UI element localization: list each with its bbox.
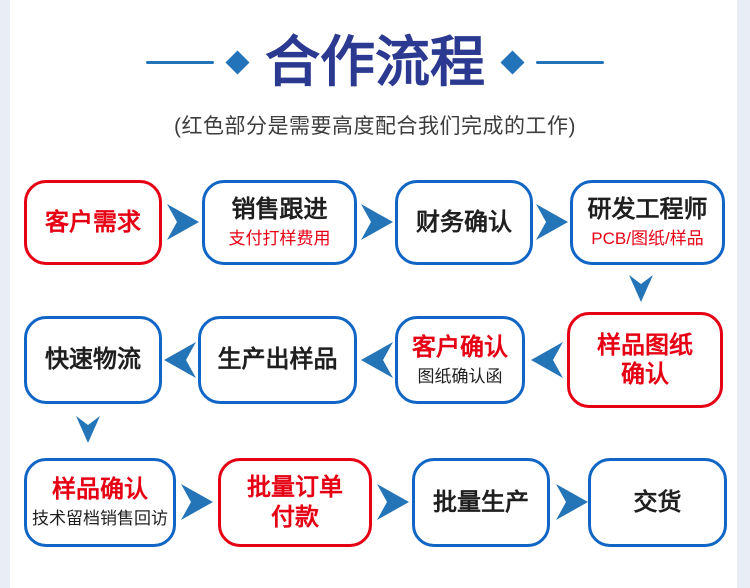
flow-box-mass-production: 批量生产 [412, 458, 550, 547]
flow-box-delivery: 交货 [588, 458, 727, 547]
box-subtitle: PCB/图纸/样品 [591, 229, 704, 249]
flow-box-rd-engineer: 研发工程师 PCB/图纸/样品 [570, 180, 725, 265]
box-title: 交货 [633, 488, 682, 516]
arrow-right-icon [536, 204, 568, 240]
diamond-right-icon [500, 49, 525, 75]
header: 合作流程 [0, 22, 750, 102]
box-title: 研发工程师 [587, 196, 708, 224]
flow-box-customer-confirm: 客户确认 图纸确认函 [395, 316, 525, 404]
title-line-left-icon [145, 60, 214, 64]
box-subtitle: 技术留档销售回访 [32, 509, 168, 529]
arrow-right-icon [181, 484, 213, 520]
arrow-right-icon [361, 204, 393, 240]
page-subtitle: (红色部分是需要高度配合我们完成的工作) [174, 115, 576, 138]
arrow-right-icon [556, 484, 588, 520]
flow-box-fast-logistics: 快速物流 [24, 316, 162, 404]
box-title: 批量订单 付款 [247, 474, 343, 531]
box-title: 客户需求 [45, 208, 141, 236]
flow-box-finance-confirm: 财务确认 [395, 180, 533, 265]
box-title: 快速物流 [45, 346, 141, 374]
flow-box-sample-confirm: 样品确认 技术留档销售回访 [24, 458, 176, 547]
box-title: 批量生产 [433, 488, 529, 516]
flow-box-sales-follow-up: 销售跟进 支付打样费用 [202, 180, 357, 265]
arrow-down-icon [629, 275, 653, 302]
arrow-down-icon [76, 416, 100, 443]
flow-box-sample-drawing-confirm: 样品图纸 确认 [567, 312, 723, 408]
flow-box-bulk-order-payment: 批量订单 付款 [218, 458, 372, 547]
box-title: 客户确认 [412, 333, 508, 361]
box-title: 样品确认 [52, 476, 148, 504]
box-subtitle: 图纸确认函 [417, 366, 503, 386]
arrow-left-icon [361, 342, 393, 378]
box-subtitle: 支付打样费用 [228, 229, 331, 249]
arrow-left-icon [531, 342, 563, 378]
arrow-left-icon [164, 342, 196, 378]
box-title: 财务确认 [416, 208, 512, 236]
flow-box-produce-sample: 生产出样品 [198, 316, 357, 404]
title-line-right-icon [536, 60, 604, 64]
arrow-right-icon [377, 484, 409, 520]
arrow-right-icon [167, 204, 199, 240]
box-title: 生产出样品 [217, 346, 338, 374]
box-title: 样品图纸 确认 [597, 331, 693, 388]
page-title: 合作流程 [264, 30, 485, 93]
box-title: 销售跟进 [231, 196, 328, 224]
diamond-left-icon [225, 49, 250, 75]
flow-box-customer-demand: 客户需求 [24, 180, 162, 265]
